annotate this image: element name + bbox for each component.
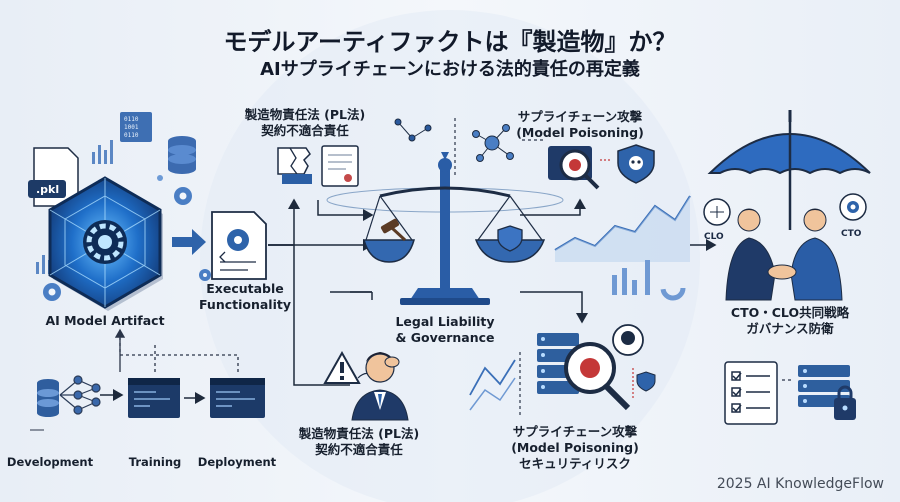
checklist-icon [724,361,778,425]
clo-badge [703,198,731,226]
artifact-label: AI Model Artifact [45,313,165,328]
small-shield-icon [636,371,656,392]
handshake-people [725,208,843,301]
svg-text:0110: 0110 [124,132,139,139]
gear-icon [43,187,211,301]
svg-text:1001: 1001 [124,124,139,131]
shield-icon [497,225,523,252]
skull-bubble-icon [612,324,644,356]
dev-database-icon [37,379,59,417]
network-node-icon [472,124,514,162]
secure-server-icon [798,365,856,420]
line-chart-icon [469,352,521,415]
stage-deployment: Deployment [197,455,277,469]
database-icon [168,136,196,174]
cto-badge [839,193,867,221]
gavel-icon [380,218,407,242]
stressed-person-icon [351,352,409,421]
ai-model-hexagon [48,176,163,311]
justice-scale-icon [326,152,564,305]
broken-document-icon [277,147,312,184]
executable-label: Executable Functionality [199,281,291,312]
liability-top-label: 製造物責任法 (PL法) 契約不適合責任 [244,107,366,138]
trend-line-decor [554,195,691,301]
central-gear-icon [83,220,127,264]
footer-credit: 2025 AI KnowledgeFlow [716,476,884,492]
document-icon [28,147,79,207]
page-title: モデルアーティファクトは『製造物』か？ [223,28,677,56]
governance-label: CTO・CLO共同戦略 ガバナンス防衛 [730,305,850,336]
stage-development: Development [6,455,94,469]
svg-text:0110: 0110 [124,116,139,123]
page-subtitle: AIサプライチェーンにおける法的責任の再定義 [260,59,640,80]
liability-bottom-label: 製造物責任法 (PL法) 契約不適合責任 [298,426,420,457]
contract-scroll-icon [321,145,359,187]
stage-training: Training [128,455,182,469]
umbrella-icon [707,110,871,230]
skull-shield-icon [617,144,655,184]
legal-governance-label: Legal Liability & Governance [395,314,495,345]
attack-bottom-label: サプライチェーン攻撃 (Model Poisoning) セキュリティリスク [511,424,639,471]
magnifier-virus-icon [548,146,600,190]
attack-top-label: サプライチェーン攻撃 (Model Poisoning) [516,109,644,140]
warning-triangle-icon [323,350,361,384]
clo-badge-label: CLO [704,232,724,242]
cto-badge-label: CTO [841,229,862,239]
pipeline-graphics [30,328,265,431]
network-icon [394,118,432,142]
executable-document-icon [211,211,267,280]
magnifier-bug-icon [564,342,631,411]
pkl-file-badge: .pkl [36,183,60,196]
